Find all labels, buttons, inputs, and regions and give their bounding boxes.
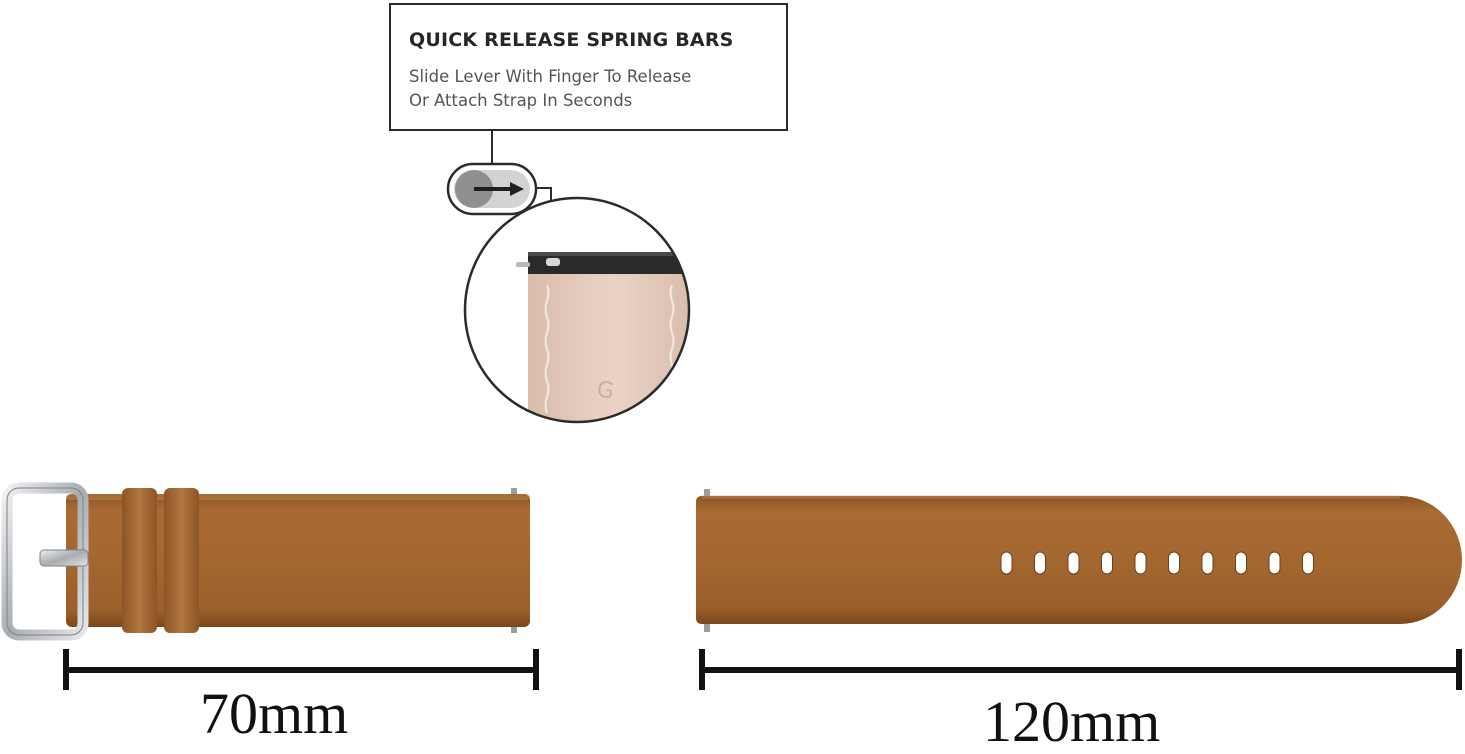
callout-line-2: Or Attach Strap In Seconds: [409, 91, 633, 110]
magnified-detail-circle: G: [463, 196, 691, 424]
strap-hole: [1101, 551, 1113, 575]
buckle-strap-length-label: 70mm: [200, 681, 349, 746]
keeper-loop: [164, 488, 199, 633]
strap-hole: [1302, 551, 1314, 575]
strap-hole: [1235, 551, 1247, 575]
svg-text:G: G: [595, 377, 615, 404]
strap-hole: [1168, 551, 1180, 575]
tail-strap: [696, 489, 1462, 632]
dimension-line-70mm: [63, 649, 539, 690]
strap-hole: [1134, 551, 1147, 575]
callout-line-1: Slide Lever With Finger To Release: [409, 67, 692, 86]
lever-pill: [446, 162, 538, 216]
buckle-strap: [1, 482, 530, 641]
arrow-right-icon: [474, 182, 524, 196]
tail-strap-length-label: 120mm: [983, 689, 1161, 754]
callout-box: QUICK RELEASE SPRING BARS Slide Lever Wi…: [389, 3, 788, 131]
strap-hole: [1034, 551, 1046, 575]
callout-title: QUICK RELEASE SPRING BARS: [409, 29, 734, 51]
strap-hole: [1201, 551, 1214, 575]
buckle-icon: [1, 482, 89, 641]
strap-hole: [1067, 551, 1080, 575]
keeper-loop: [122, 488, 157, 633]
strap-hole: [1000, 551, 1013, 575]
dimension-line-120mm: [699, 649, 1462, 690]
strap-hole: [1268, 551, 1281, 575]
strap-holes: [1000, 551, 1314, 575]
